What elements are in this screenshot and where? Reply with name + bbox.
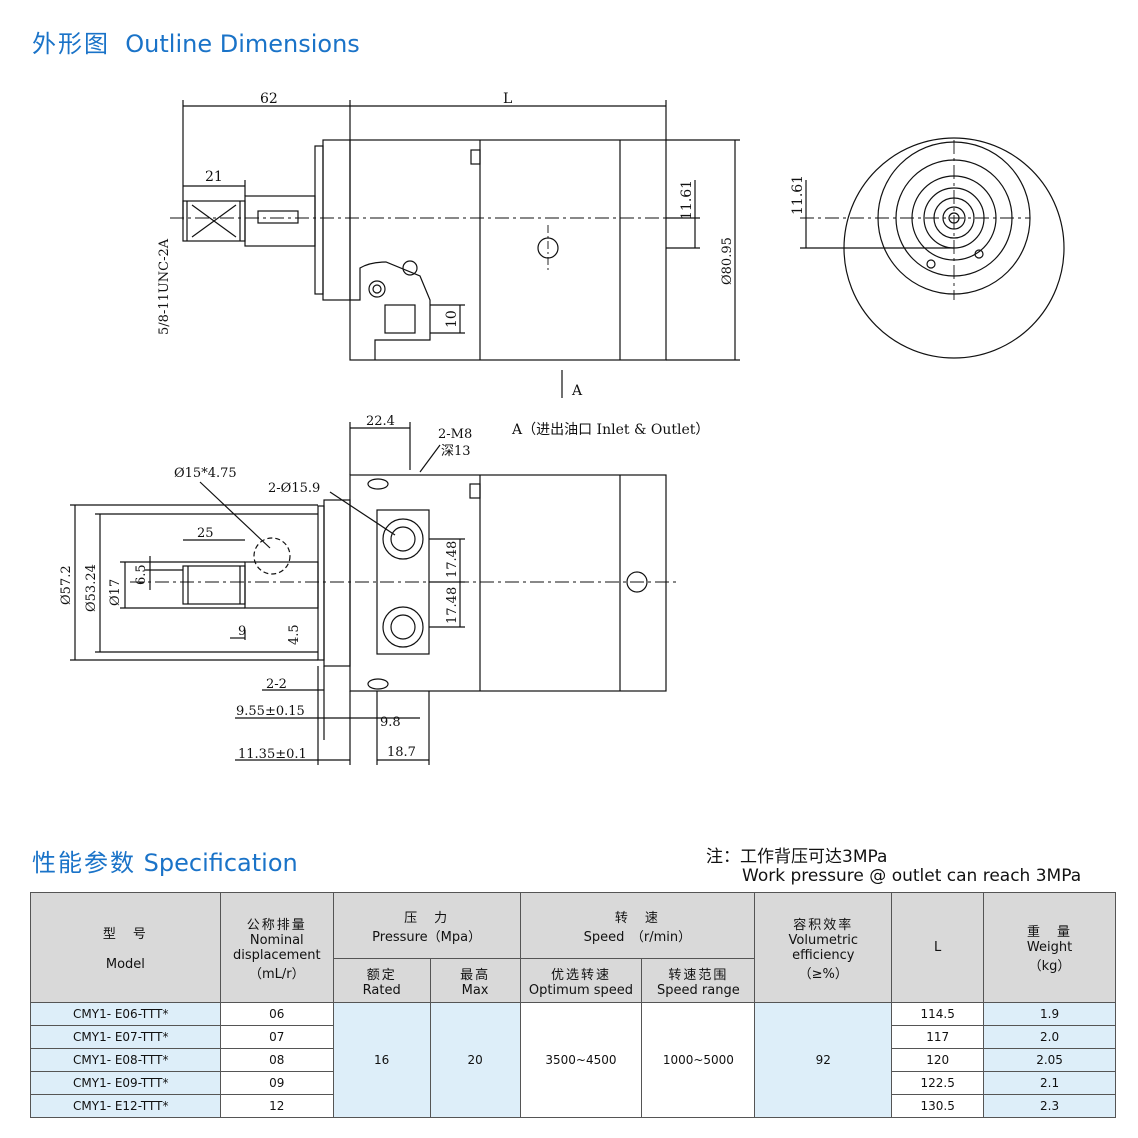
cell-optimum-speed: 3500~4500 bbox=[519, 1002, 643, 1118]
cell-weight: 2.0 bbox=[983, 1025, 1116, 1049]
outline-title-en: Outline Dimensions bbox=[125, 30, 360, 58]
cell-model: CMY1- E07-TTT* bbox=[30, 1025, 221, 1049]
outline-section-title: 外形图 Outline Dimensions bbox=[32, 24, 360, 59]
spec-title-cn: 性能参数 bbox=[32, 849, 136, 877]
dim-62: 62 bbox=[260, 91, 278, 107]
note-en: Work pressure @ outlet can reach 3MPa bbox=[742, 866, 1082, 886]
specification-table: 型 号 Model 公称排量 Nominal displacement （mL/… bbox=[30, 892, 1116, 1118]
view-a-label: A bbox=[571, 383, 583, 399]
cell-L: 122.5 bbox=[891, 1071, 985, 1095]
dim-9-8: 9.8 bbox=[380, 715, 401, 730]
cell-efficiency: 92 bbox=[754, 1002, 893, 1118]
dim-11-61-end: 11.61 bbox=[790, 175, 806, 215]
outline-title-cn: 外形图 bbox=[32, 30, 110, 58]
cell-displacement: 12 bbox=[219, 1094, 334, 1118]
dim-22-4: 22.4 bbox=[366, 414, 395, 429]
header-pressure: 压 力 Pressure（Mpa） bbox=[332, 892, 521, 959]
dim-17-48-lower: 17.48 bbox=[445, 587, 460, 624]
table-header-row: 型 号 Model 公称排量 Nominal displacement （mL/… bbox=[30, 892, 1116, 1003]
dim-L: L bbox=[503, 91, 512, 107]
table-row: CMY1- E06-TTT* 06 16 20 3500~4500 1000~5… bbox=[30, 1002, 1116, 1118]
inlet-outlet-label: A（进出油口 Inlet & Outlet） bbox=[511, 422, 709, 438]
dim-2-2: 2-2 bbox=[266, 677, 287, 692]
cell-displacement: 06 bbox=[219, 1002, 334, 1026]
header-weight: 重 量 Weight （kg） bbox=[983, 892, 1116, 1003]
dim-21: 21 bbox=[205, 169, 223, 185]
note-cn: 注：工作背压可达3MPa bbox=[706, 847, 888, 867]
cell-displacement: 07 bbox=[219, 1025, 334, 1049]
thread-spec: 5/8-11UNC-2A bbox=[157, 238, 172, 335]
header-efficiency: 容积效率 Volumetric efficiency （≥%） bbox=[754, 892, 893, 1003]
cell-weight: 2.1 bbox=[983, 1071, 1116, 1095]
dim-11-35: 11.35±0.1 bbox=[238, 747, 307, 762]
dim-11-61-side: 11.61 bbox=[679, 180, 695, 220]
header-model: 型 号 Model bbox=[30, 892, 221, 1003]
dim-6-5: 6.5 bbox=[134, 564, 149, 585]
cell-L: 120 bbox=[891, 1048, 985, 1072]
dim-18-7: 18.7 bbox=[387, 745, 416, 760]
table-row: CMY1- E07-TTT* 07 117 2.0 bbox=[30, 1025, 1116, 1049]
cell-weight: 1.9 bbox=[983, 1002, 1116, 1026]
dim-9: 9 bbox=[238, 624, 246, 639]
outline-drawing: 62 L 21 11.61 11.61 5/8-11UNC-2A Ø80.95 … bbox=[59, 91, 1065, 765]
thread-m8: 2-M8 bbox=[438, 427, 472, 442]
cell-rated: 16 bbox=[332, 1002, 431, 1118]
spec-section-title: 性能参数 Specification bbox=[32, 843, 298, 878]
dim-4-5: 4.5 bbox=[287, 624, 302, 645]
cell-model: CMY1- E12-TTT* bbox=[30, 1094, 221, 1118]
table-row: CMY1- E08-TTT* 08 120 2.05 bbox=[30, 1048, 1116, 1072]
header-L: L bbox=[891, 892, 985, 1003]
dim-25: 25 bbox=[197, 526, 214, 541]
dim-17-48-upper: 17.48 bbox=[445, 541, 460, 578]
dim-9-55: 9.55±0.15 bbox=[236, 704, 305, 719]
cell-weight: 2.05 bbox=[983, 1048, 1116, 1072]
cell-displacement: 09 bbox=[219, 1071, 334, 1095]
depth-13: 深13 bbox=[441, 444, 471, 459]
spec-title-en: Specification bbox=[143, 849, 298, 877]
cell-L: 114.5 bbox=[891, 1002, 985, 1026]
dim-d15: Ø15*4.75 bbox=[174, 466, 237, 481]
cell-model: CMY1- E08-TTT* bbox=[30, 1048, 221, 1072]
dim-d15-9: 2-Ø15.9 bbox=[268, 481, 320, 496]
dim-10: 10 bbox=[444, 310, 460, 328]
cell-speed-range: 1000~5000 bbox=[641, 1002, 756, 1118]
dim-80-95: Ø80.95 bbox=[720, 237, 735, 285]
cell-model: CMY1- E06-TTT* bbox=[30, 1002, 221, 1026]
cell-max: 20 bbox=[429, 1002, 521, 1118]
table-row: CMY1- E09-TTT* 09 122.5 2.1 bbox=[30, 1071, 1116, 1095]
cell-L: 117 bbox=[891, 1025, 985, 1049]
cell-model: CMY1- E09-TTT* bbox=[30, 1071, 221, 1095]
dim-d53-24: Ø53.24 bbox=[84, 564, 99, 612]
table-row: CMY1- E12-TTT* 12 130.5 2.3 bbox=[30, 1094, 1116, 1118]
cell-weight: 2.3 bbox=[983, 1094, 1116, 1118]
work-pressure-note: 注：工作背压可达3MPa Work pressure @ outlet can … bbox=[706, 848, 1081, 886]
header-speed: 转 速 Speed （r/min） bbox=[519, 892, 756, 959]
dim-d57-2: Ø57.2 bbox=[59, 565, 74, 605]
cell-displacement: 08 bbox=[219, 1048, 334, 1072]
dim-d17: Ø17 bbox=[108, 579, 123, 606]
cell-L: 130.5 bbox=[891, 1094, 985, 1118]
header-displacement: 公称排量 Nominal displacement （mL/r） bbox=[219, 892, 334, 1003]
